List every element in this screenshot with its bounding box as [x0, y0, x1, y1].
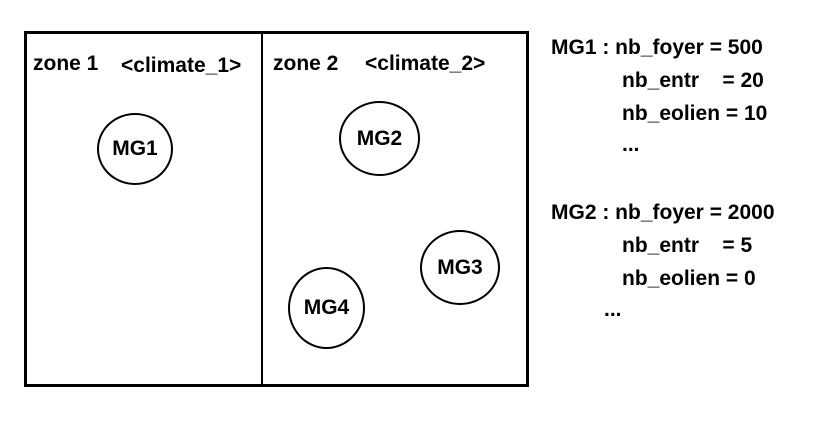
microgrid-mg1: MG1 — [97, 113, 173, 185]
mg1-info-foyer: MG1 : nb_foyer = 500 — [551, 36, 763, 59]
mg1-info-entr: nb_entr = 20 — [622, 69, 764, 92]
zone-1-label: zone 1 — [33, 52, 99, 75]
microgrid-mg1-label: MG1 — [112, 137, 158, 160]
mg1-info-ellipsis: ... — [622, 133, 640, 156]
mg2-info-entr: nb_entr = 5 — [622, 234, 753, 257]
diagram-frame — [24, 31, 529, 387]
zone-2-climate: <climate_2> — [365, 52, 486, 75]
mg1-info-eolien: nb_eolien = 10 — [622, 102, 768, 125]
mg2-info-foyer: MG2 : nb_foyer = 2000 — [551, 201, 775, 224]
microgrid-mg4-label: MG4 — [303, 296, 350, 319]
zone-2-label: zone 2 — [273, 52, 339, 75]
zone-divider — [261, 31, 263, 387]
mg2-info-eolien: nb_eolien = 0 — [622, 267, 756, 290]
microgrid-mg2: MG2 — [339, 101, 420, 176]
mg2-info-ellipsis: ... — [604, 298, 622, 321]
microgrid-mg3-label: MG3 — [437, 255, 483, 279]
microgrid-mg4: MG4 — [288, 267, 365, 349]
microgrid-mg2-label: MG2 — [356, 126, 403, 150]
microgrid-mg3: MG3 — [420, 230, 500, 305]
zone-1-climate: <climate_1> — [121, 54, 242, 77]
